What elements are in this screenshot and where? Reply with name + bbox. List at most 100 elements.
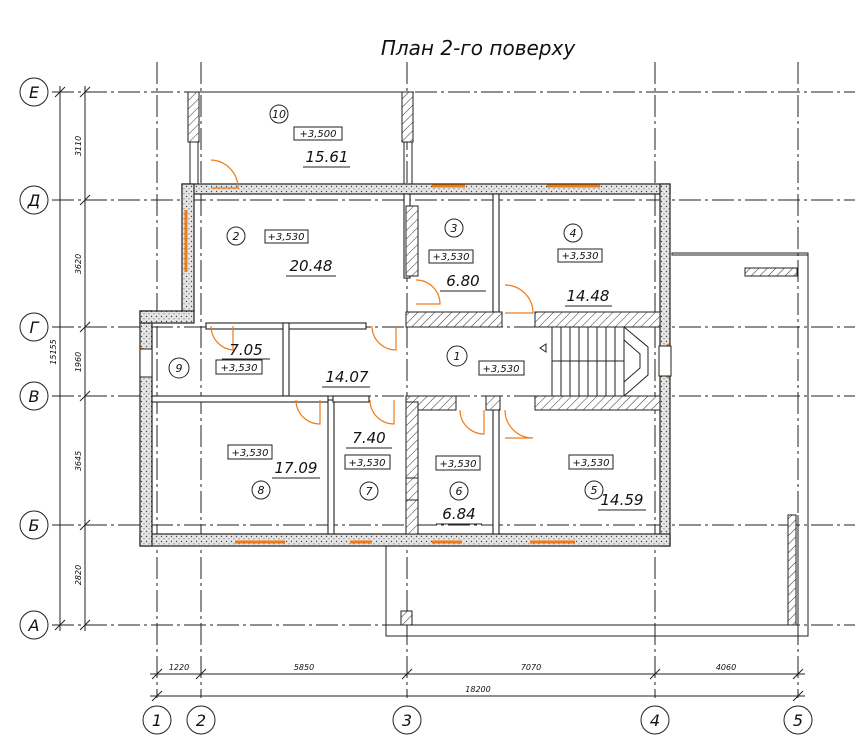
- axis-label-v: В: [29, 387, 40, 406]
- dim-left-2: 3620: [74, 254, 83, 274]
- level-room-6: +3,530: [439, 459, 476, 470]
- dim-bottom-total: 18200: [465, 685, 490, 694]
- level-room-8: +3,530: [231, 448, 268, 459]
- axis-bubble-d: [19, 185, 49, 215]
- room-marker-10: [269, 104, 289, 124]
- level-box-8: [227, 444, 273, 460]
- terrace-pier: [400, 610, 413, 626]
- hall: 14.07: [322, 368, 370, 388]
- door-room-6: [459, 409, 485, 435]
- level-box-3: [428, 249, 474, 264]
- level-box-6: [435, 455, 481, 471]
- axis-bubble-3: [392, 705, 422, 735]
- room-number-4: 4: [570, 227, 577, 240]
- axis-label-5: 5: [793, 711, 803, 730]
- level-box-1: [478, 360, 525, 376]
- level-box-2: [264, 229, 309, 244]
- stair-wall-lower-mid: [485, 395, 501, 411]
- room-number-9: 9: [176, 362, 183, 375]
- room-marker-9: [168, 357, 190, 379]
- door-loggia: [210, 159, 239, 189]
- room-5: +3,530 5 14.59: [568, 454, 646, 511]
- axis-bubble-5: [783, 705, 813, 735]
- door-room-5: [504, 409, 534, 439]
- axis-bubbles-horizontal: Е Д Г В Б А: [19, 77, 49, 640]
- level-room-10: +3,500: [299, 129, 336, 140]
- area-room-6: 6.84: [442, 505, 475, 523]
- level-box-10: [293, 126, 343, 141]
- vent-shaft-lower: [405, 477, 419, 501]
- dim-left-5: 2820: [74, 565, 83, 585]
- room-9: 9 7.05 +3,530: [168, 341, 270, 379]
- room-6: +3,530 6 6.84: [435, 455, 482, 525]
- door-room-4: [504, 284, 534, 314]
- dim-left-3: 1960: [74, 352, 83, 372]
- axis-label-e: Е: [29, 83, 40, 102]
- dim-bottom-4: 4060: [716, 663, 736, 672]
- dim-left-total: 15155: [49, 339, 58, 364]
- room-number-6: 6: [456, 485, 463, 498]
- terrace-outline: [385, 252, 809, 637]
- axis-label-1: 1: [152, 711, 162, 730]
- dim-bottom-2: 5850: [294, 663, 314, 672]
- door-room-7: [369, 399, 395, 425]
- level-box-4: [557, 248, 603, 263]
- axis-bubble-4: [640, 705, 670, 735]
- windows: [139, 184, 672, 544]
- loggia-room-10: [187, 91, 414, 184]
- level-room-7: +3,530: [348, 458, 385, 469]
- room-10: 10 +3,500 15.61: [269, 104, 350, 168]
- area-room-3: 6.80: [446, 272, 479, 290]
- dim-left-1: 3110: [74, 136, 83, 156]
- bottom-dimension-chain: 1220 5850 7070 4060 18200: [150, 663, 805, 702]
- axis-label-3: 3: [402, 711, 412, 730]
- level-room-5: +3,530: [572, 458, 609, 469]
- room-1: 1 +3,530: [446, 345, 525, 376]
- loggia-right-pier: [401, 91, 414, 143]
- room-marker-8: [251, 480, 271, 500]
- level-room-1: +3,530: [482, 364, 519, 375]
- axis-bubble-2: [186, 705, 216, 735]
- doors: [210, 159, 534, 439]
- room-marker-6: [449, 481, 469, 501]
- dim-bottom-3: 7070: [521, 663, 541, 672]
- axis-label-a: А: [28, 616, 40, 635]
- room-4: 4 +3,530 14.48: [557, 223, 612, 307]
- room-number-3: 3: [451, 222, 458, 235]
- axis-label-2: 2: [196, 711, 206, 730]
- left-dimension-chain: 3110 3620 1960 3645 2820 15155: [49, 86, 91, 631]
- room-number-8: 8: [258, 484, 265, 497]
- room-number-7: 7: [366, 485, 373, 498]
- room-8: +3,530 17.09 8: [227, 444, 320, 500]
- room-number-10: 10: [272, 108, 286, 121]
- area-room-8: 17.09: [275, 459, 318, 477]
- level-room-2: +3,530: [267, 232, 304, 243]
- interior-partitions: [151, 193, 661, 535]
- room-marker-2: [226, 226, 246, 246]
- axis-bubble-e: [19, 77, 49, 107]
- room-7: 7.40 +3,530 7: [344, 429, 392, 501]
- area-room-9: 7.05: [229, 341, 262, 359]
- axis-label-d: Д: [27, 191, 41, 210]
- room-marker-7: [359, 481, 379, 501]
- level-room-9: +3,530: [220, 363, 257, 374]
- vent-shaft: [405, 205, 419, 277]
- loggia-left-pier: [187, 91, 200, 143]
- stair-wall-upper: [405, 311, 503, 328]
- room-marker-3: [444, 218, 464, 238]
- door-room-3: [415, 279, 441, 305]
- axis-bubble-a: [19, 610, 49, 640]
- dim-bottom-1: 1220: [169, 663, 189, 672]
- bearing-wall-left: [405, 401, 419, 535]
- axis-bubble-g: [19, 312, 49, 342]
- area-room-7: 7.40: [352, 429, 385, 447]
- area-room-5: 14.59: [601, 491, 644, 509]
- axis-label-b: Б: [29, 516, 40, 535]
- plan-title: План 2-го поверху: [381, 36, 576, 60]
- axis-label-4: 4: [650, 711, 660, 730]
- axis-label-g: Г: [30, 318, 40, 337]
- area-hall: 14.07: [326, 368, 369, 386]
- door-room-2: [371, 325, 397, 351]
- room-number-5: 5: [591, 484, 598, 497]
- room-number-2: 2: [233, 230, 240, 243]
